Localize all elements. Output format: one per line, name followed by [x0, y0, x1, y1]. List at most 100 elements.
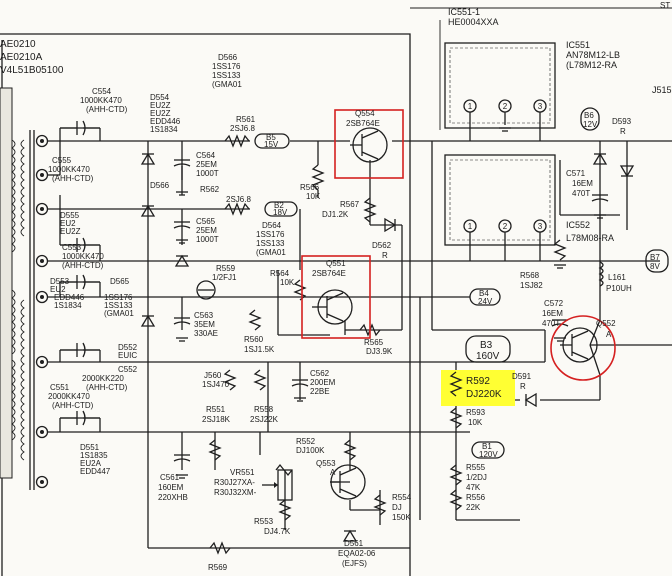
r561-value: 2SJ6.8 [230, 124, 255, 133]
q552-part: A [606, 330, 612, 339]
r592-highlight [441, 370, 515, 406]
r558-value: 2SJ22K [250, 415, 279, 424]
d566-part2: 1SS133 [212, 71, 241, 80]
tag-b5: B5 15V [254, 133, 290, 149]
transistor-q553 [330, 464, 366, 500]
c572-label: C572 [544, 299, 564, 308]
label-left-1: AE0210 [0, 39, 36, 50]
c563-rating: 35EM [194, 320, 215, 329]
r551-label: R551 [206, 405, 226, 414]
resistors [208, 134, 567, 555]
c562-rating: 200EM [310, 378, 336, 387]
r564-label: R564 [270, 269, 290, 278]
r567-value: DJ1.2K [322, 210, 349, 219]
d551-part1: 1S1835 [80, 451, 108, 460]
tag-b3-name: B3 [480, 340, 493, 351]
c563-value: 330AE [194, 329, 218, 338]
q551-part: 2SB764E [312, 269, 346, 278]
q551-annotation-box [301, 255, 371, 339]
ic-pin-2: 2 [503, 222, 508, 231]
tag-b2-value: 18V [273, 208, 288, 217]
voltage-tags: B5 15V B2 18V B6 12V B7 8V B4 24V B3 160… [254, 107, 669, 459]
c561-rating: 160EM [158, 483, 184, 492]
transistor-q551 [312, 289, 353, 325]
r592-label: R592 [466, 376, 490, 387]
r555-label: R555 [466, 463, 486, 472]
c552-label: C552 [118, 365, 138, 374]
d561-part1: EQA02-06 [338, 549, 376, 558]
d564-part2: 1SS133 [256, 239, 285, 248]
r568-value: 1SJ82 [520, 281, 543, 290]
ic551-alt: (L78M12-RA [566, 60, 617, 70]
transformer-block [0, 40, 35, 576]
d566-label: D566 [218, 53, 238, 62]
tag-b3: B3 160V [465, 335, 511, 363]
r553-value: DJ4.7K [264, 527, 291, 536]
r566-value: 10K [306, 192, 321, 201]
ic-pin-1: 1 [468, 222, 473, 231]
c562-label: C562 [310, 369, 330, 378]
r561-label: R561 [236, 115, 256, 124]
tag-b2: B2 18V [264, 201, 298, 217]
r559-value: 1/2FJ1 [212, 273, 237, 282]
r565-label: R565 [364, 338, 384, 347]
tag-b4-value: 24V [478, 297, 493, 306]
ic551-1-part: HE0004XXA [448, 17, 499, 27]
d552-label: D552 [118, 343, 138, 352]
tag-b2-name: B2 [274, 201, 284, 210]
board-outline [0, 7, 672, 576]
j515-label: J515 [652, 85, 672, 95]
c551-value: 2000KK470 [48, 392, 90, 401]
d551-part2: EU2A [80, 459, 102, 468]
r556-value: 22K [466, 503, 481, 512]
diodes [140, 152, 635, 542]
ic552-part: L78M08-RA [566, 233, 614, 243]
r568-label: R568 [520, 271, 540, 280]
vr551-part2: R30J32XM- [214, 488, 257, 497]
c555-value: 1000KK470 [48, 165, 90, 174]
ic-pin-1: 1 [468, 102, 473, 111]
c563-label: C563 [194, 311, 214, 320]
inductor-l161 [598, 261, 604, 287]
c553-value: 1000KK470 [62, 252, 104, 261]
tag-b1-value: 120V [479, 450, 498, 459]
q554-label: Q554 [355, 109, 375, 118]
r562-value: 2SJ6.8 [226, 195, 251, 204]
tag-b7-name: B7 [650, 253, 660, 262]
c553-label: C553 [62, 243, 82, 252]
tag-b4-name: B4 [479, 289, 489, 298]
ic551-part: AN78M12-LB [566, 50, 620, 60]
l161-value: P10UH [606, 284, 632, 293]
r593-value: 10K [468, 418, 483, 427]
c562-value: 22BE [310, 387, 330, 396]
r552-value: DJ100K [296, 446, 325, 455]
ic552-label: IC552 [566, 220, 590, 230]
connector-pins [35, 134, 49, 489]
tag-b6: B6 12V [580, 107, 600, 131]
c554-value: 1000KK470 [80, 96, 122, 105]
c555-type: (AHH-CTD) [52, 174, 94, 183]
tag-b6-value: 12V [583, 120, 598, 129]
d565-label: D565 [110, 277, 130, 286]
q553-part: A [330, 468, 336, 477]
label-left-3: V4L51B05100 [0, 65, 64, 76]
d564-part1: 1SS176 [256, 230, 285, 239]
c564-label: C564 [196, 151, 216, 160]
label-left-2: AE0210A [0, 52, 43, 63]
d554-part3: EDD446 [150, 117, 181, 126]
r554-value: 150K [392, 513, 411, 522]
c571-label: C571 [566, 169, 586, 178]
c554-label: C554 [92, 87, 112, 96]
d564-part3: (GMA01 [256, 248, 286, 257]
r566-label: R566 [300, 183, 320, 192]
r562-label: R562 [200, 185, 220, 194]
r593-label: R593 [466, 408, 486, 417]
vr551-part1: R30J27XA- [214, 478, 255, 487]
ground-symbols [176, 127, 606, 479]
r564-value: 10K [280, 278, 295, 287]
q554-part: 2SB764E [346, 119, 380, 128]
r565-value: DJ3.9K [366, 347, 393, 356]
q552-annotation-circle [550, 315, 616, 381]
r555-part: 1/2DJ [466, 473, 487, 482]
